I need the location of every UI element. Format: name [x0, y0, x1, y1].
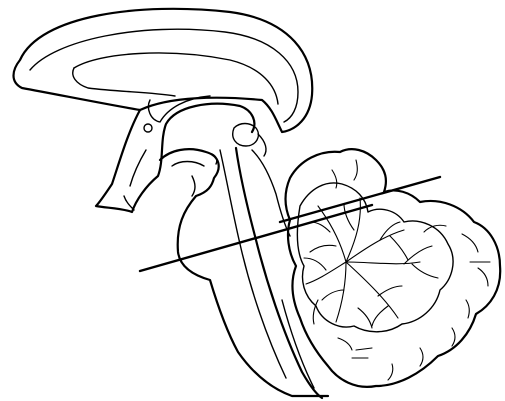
fornix	[96, 96, 258, 212]
cerebellum	[286, 149, 501, 387]
corpus-callosum	[14, 9, 313, 132]
